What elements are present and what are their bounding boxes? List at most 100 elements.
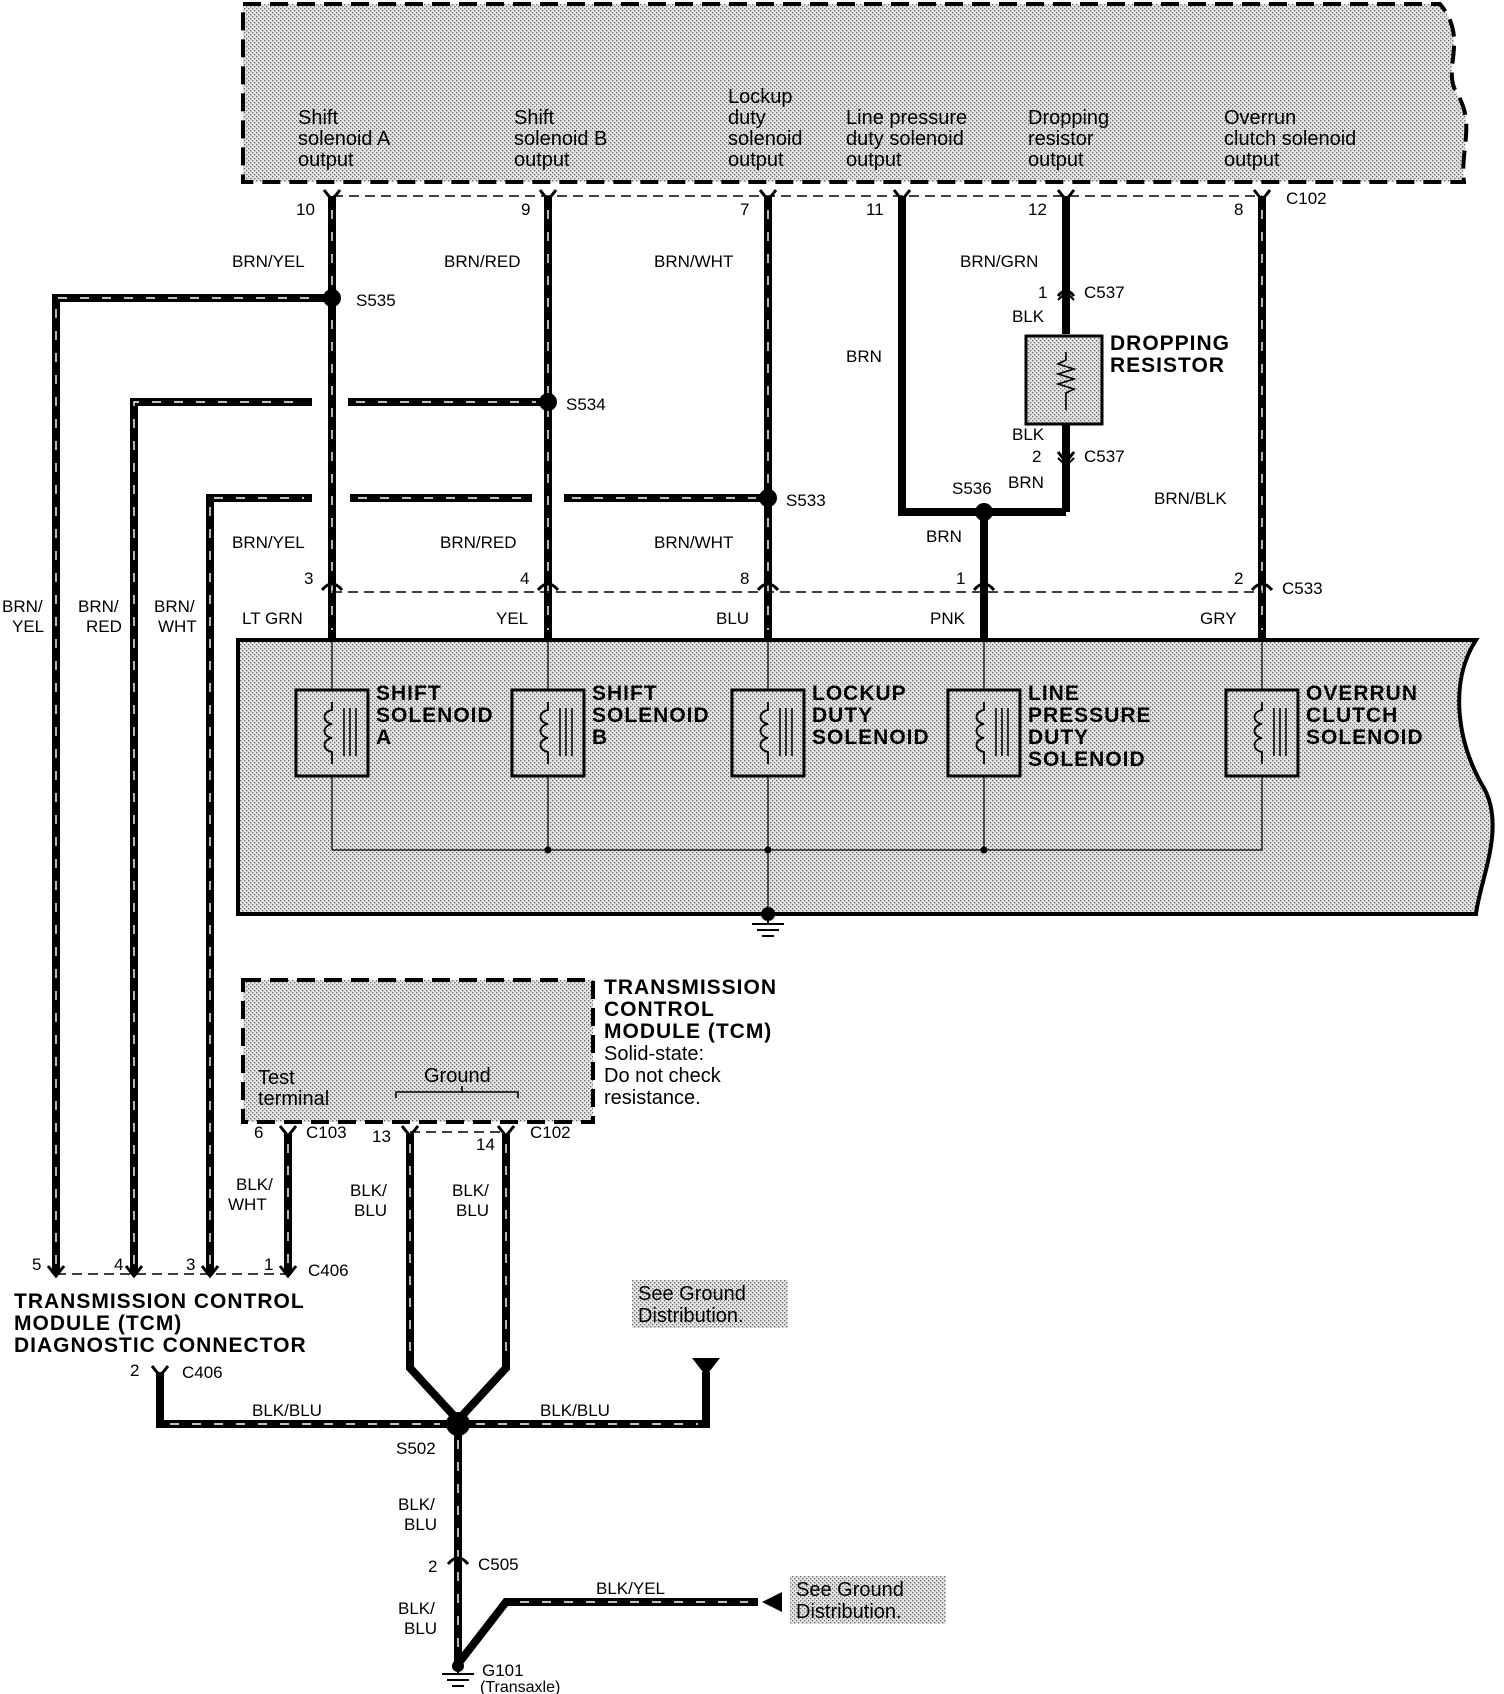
pin-9: 9	[521, 200, 530, 219]
wire-label-blk-upper: BLK	[1012, 307, 1045, 326]
wire-diag-brn-wht	[206, 494, 768, 1274]
c103-pin-6: 6	[254, 1123, 263, 1142]
wire-label-blu: BLU	[716, 609, 749, 628]
solenoid-line-pressure-label: LINE PRESSURE DUTY SOLENOID	[1028, 682, 1158, 771]
tcm-note: Solid-state: Do not check resistance.	[604, 1043, 726, 1109]
tcm-test-terminal-label: Test terminal	[258, 1067, 329, 1110]
c537-pin-2: 2	[1032, 447, 1041, 466]
splice-s536-dot	[975, 503, 993, 521]
g101-ground-icon	[442, 1660, 474, 1687]
c533-forks	[320, 582, 1274, 592]
solenoid-chassis-ground-icon	[752, 907, 784, 937]
wire-gnd-13-blk-blu	[406, 1134, 459, 1421]
g101-location: (Transaxle)	[480, 1679, 560, 1694]
pin-12: 12	[1028, 200, 1047, 219]
ground-distribution-arrow-icon	[692, 1358, 720, 1376]
wire-label-brn-grn: BRN/GRN	[960, 252, 1038, 271]
wire-diag-brn-yel	[52, 294, 332, 1274]
wire-label-lt-grn: LT GRN	[242, 609, 303, 628]
c537-pin-1: 1	[1038, 283, 1047, 302]
dropping-resistor	[1024, 334, 1104, 426]
wire-label-brn-red-lower: BRN/RED	[440, 533, 517, 552]
c406-bottom-pin-2: 2	[130, 1361, 139, 1380]
pcm-output-label-shift-a: Shift solenoid A output	[298, 107, 395, 171]
wire-label-diag-brn-red: BRN/ RED	[78, 597, 123, 636]
c102-top-forks	[322, 189, 1272, 203]
tcm-ground-label: Ground	[424, 1065, 491, 1087]
solenoid-shift-a	[294, 688, 370, 778]
c533-pin-4: 4	[520, 569, 529, 588]
wire-label-gry: GRY	[1200, 609, 1237, 628]
c406-bottom-label: C406	[182, 1363, 223, 1382]
pcm-output-label-line-pressure: Line pressure duty solenoid output	[846, 107, 973, 171]
svg-text:See Ground Distribution.: See Ground Distribution.	[796, 1579, 909, 1623]
wire-label-blk-blu-14: BLK/ BLU	[452, 1181, 494, 1220]
pcm-output-label-shift-b: Shift solenoid B output	[514, 107, 613, 171]
pcm-output-label-dropping: Dropping resistor output	[1028, 107, 1115, 171]
wire-label-blk-wht: BLK/ WHT	[228, 1175, 278, 1214]
splice-s534-dot	[539, 393, 557, 411]
c537-lower	[1056, 451, 1076, 468]
c406-top-label: C406	[308, 1261, 349, 1280]
wire-label-brn-line-pressure: BRN	[846, 347, 882, 366]
tcm-box	[241, 978, 595, 1124]
c406-top-forks	[46, 1265, 298, 1279]
c505-label: C505	[478, 1555, 519, 1574]
pin-7: 7	[740, 200, 749, 219]
c533-pin-2: 2	[1234, 569, 1243, 588]
wire-label-diag-brn-yel: BRN/ YEL	[2, 597, 47, 636]
pcm-output-label-overrun: Overrun clutch solenoid output	[1224, 107, 1362, 171]
pin-10: 10	[296, 200, 315, 219]
wire-label-brn-blk: BRN/BLK	[1154, 489, 1227, 508]
splice-s533-dot	[759, 489, 777, 507]
wire-label-blk-yel: BLK/YEL	[596, 1579, 665, 1598]
ground-distribution-arrow-lower-icon	[762, 1592, 782, 1612]
wire-label-brn-red-top: BRN/RED	[444, 252, 521, 271]
wire-gnd-14-blk-blu	[457, 1134, 510, 1421]
c505-fork	[446, 1556, 470, 1566]
solenoid-internal-wiring	[331, 640, 1263, 912]
c505-pin-2: 2	[428, 1557, 437, 1576]
wire-label-blk-blu-13: BLK/ BLU	[350, 1181, 392, 1220]
c102-top-label: C102	[1286, 189, 1327, 208]
c103-label: C103	[306, 1123, 347, 1142]
wire-label-diag-brn-wht: BRN/ WHT	[154, 597, 199, 636]
c406-pin-3: 3	[186, 1255, 195, 1274]
c533-pin-1: 1	[956, 569, 965, 588]
wire-label-brn-s536-right: BRN	[1008, 473, 1044, 492]
c406-pin-5: 5	[32, 1255, 41, 1274]
splice-s536-label: S536	[952, 479, 992, 498]
tcm-ground-bracket	[395, 1086, 519, 1098]
solenoid-lockup-duty	[730, 688, 806, 778]
svg-text:See Ground Distribution.: See Ground Distribution.	[638, 1283, 751, 1327]
c102-pin-13: 13	[372, 1127, 391, 1146]
c537-lower-label: C537	[1084, 447, 1125, 466]
wire-label-blk-lower: BLK	[1012, 425, 1045, 444]
c533-pin-3: 3	[304, 569, 313, 588]
wire-label-blk-blu-c505-down: BLK/ BLU	[398, 1599, 440, 1638]
wire-diag-brn-red	[130, 398, 548, 1274]
c537-upper-label: C537	[1084, 283, 1125, 302]
tcm-title: TRANSMISSION CONTROL MODULE (TCM)	[604, 976, 784, 1043]
wire-label-brn-s536-below: BRN	[926, 527, 962, 546]
solenoid-shift-b	[510, 688, 586, 778]
splice-s534-label: S534	[566, 395, 606, 414]
c533-label: C533	[1282, 579, 1323, 598]
internal-junction-dots	[544, 846, 988, 854]
pin-8: 8	[1234, 200, 1243, 219]
g101-label: G101	[482, 1661, 524, 1680]
see-ground-distribution-upper: See Ground Distribution.	[632, 1280, 788, 1328]
splice-s535-label: S535	[356, 291, 396, 310]
solenoid-lockup-duty-label: LOCKUP DUTY SOLENOID	[812, 682, 930, 749]
wire-label-blk-blu-left: BLK/BLU	[252, 1401, 322, 1420]
c406-pin-4: 4	[114, 1255, 123, 1274]
dropping-resistor-label: DROPPING RESISTOR	[1110, 332, 1237, 377]
wire-line-pressure-brn	[898, 196, 1066, 516]
pin-11: 11	[866, 200, 884, 219]
diagnostic-connector-label: TRANSMISSION CONTROL MODULE (TCM) DIAGNO…	[14, 1290, 311, 1357]
solenoid-shift-b-label: SHIFT SOLENOID B	[592, 682, 717, 749]
c533-pin-8: 8	[740, 569, 749, 588]
wire-label-brn-yel-lower: BRN/YEL	[232, 533, 305, 552]
c406-pin-1: 1	[264, 1255, 273, 1274]
